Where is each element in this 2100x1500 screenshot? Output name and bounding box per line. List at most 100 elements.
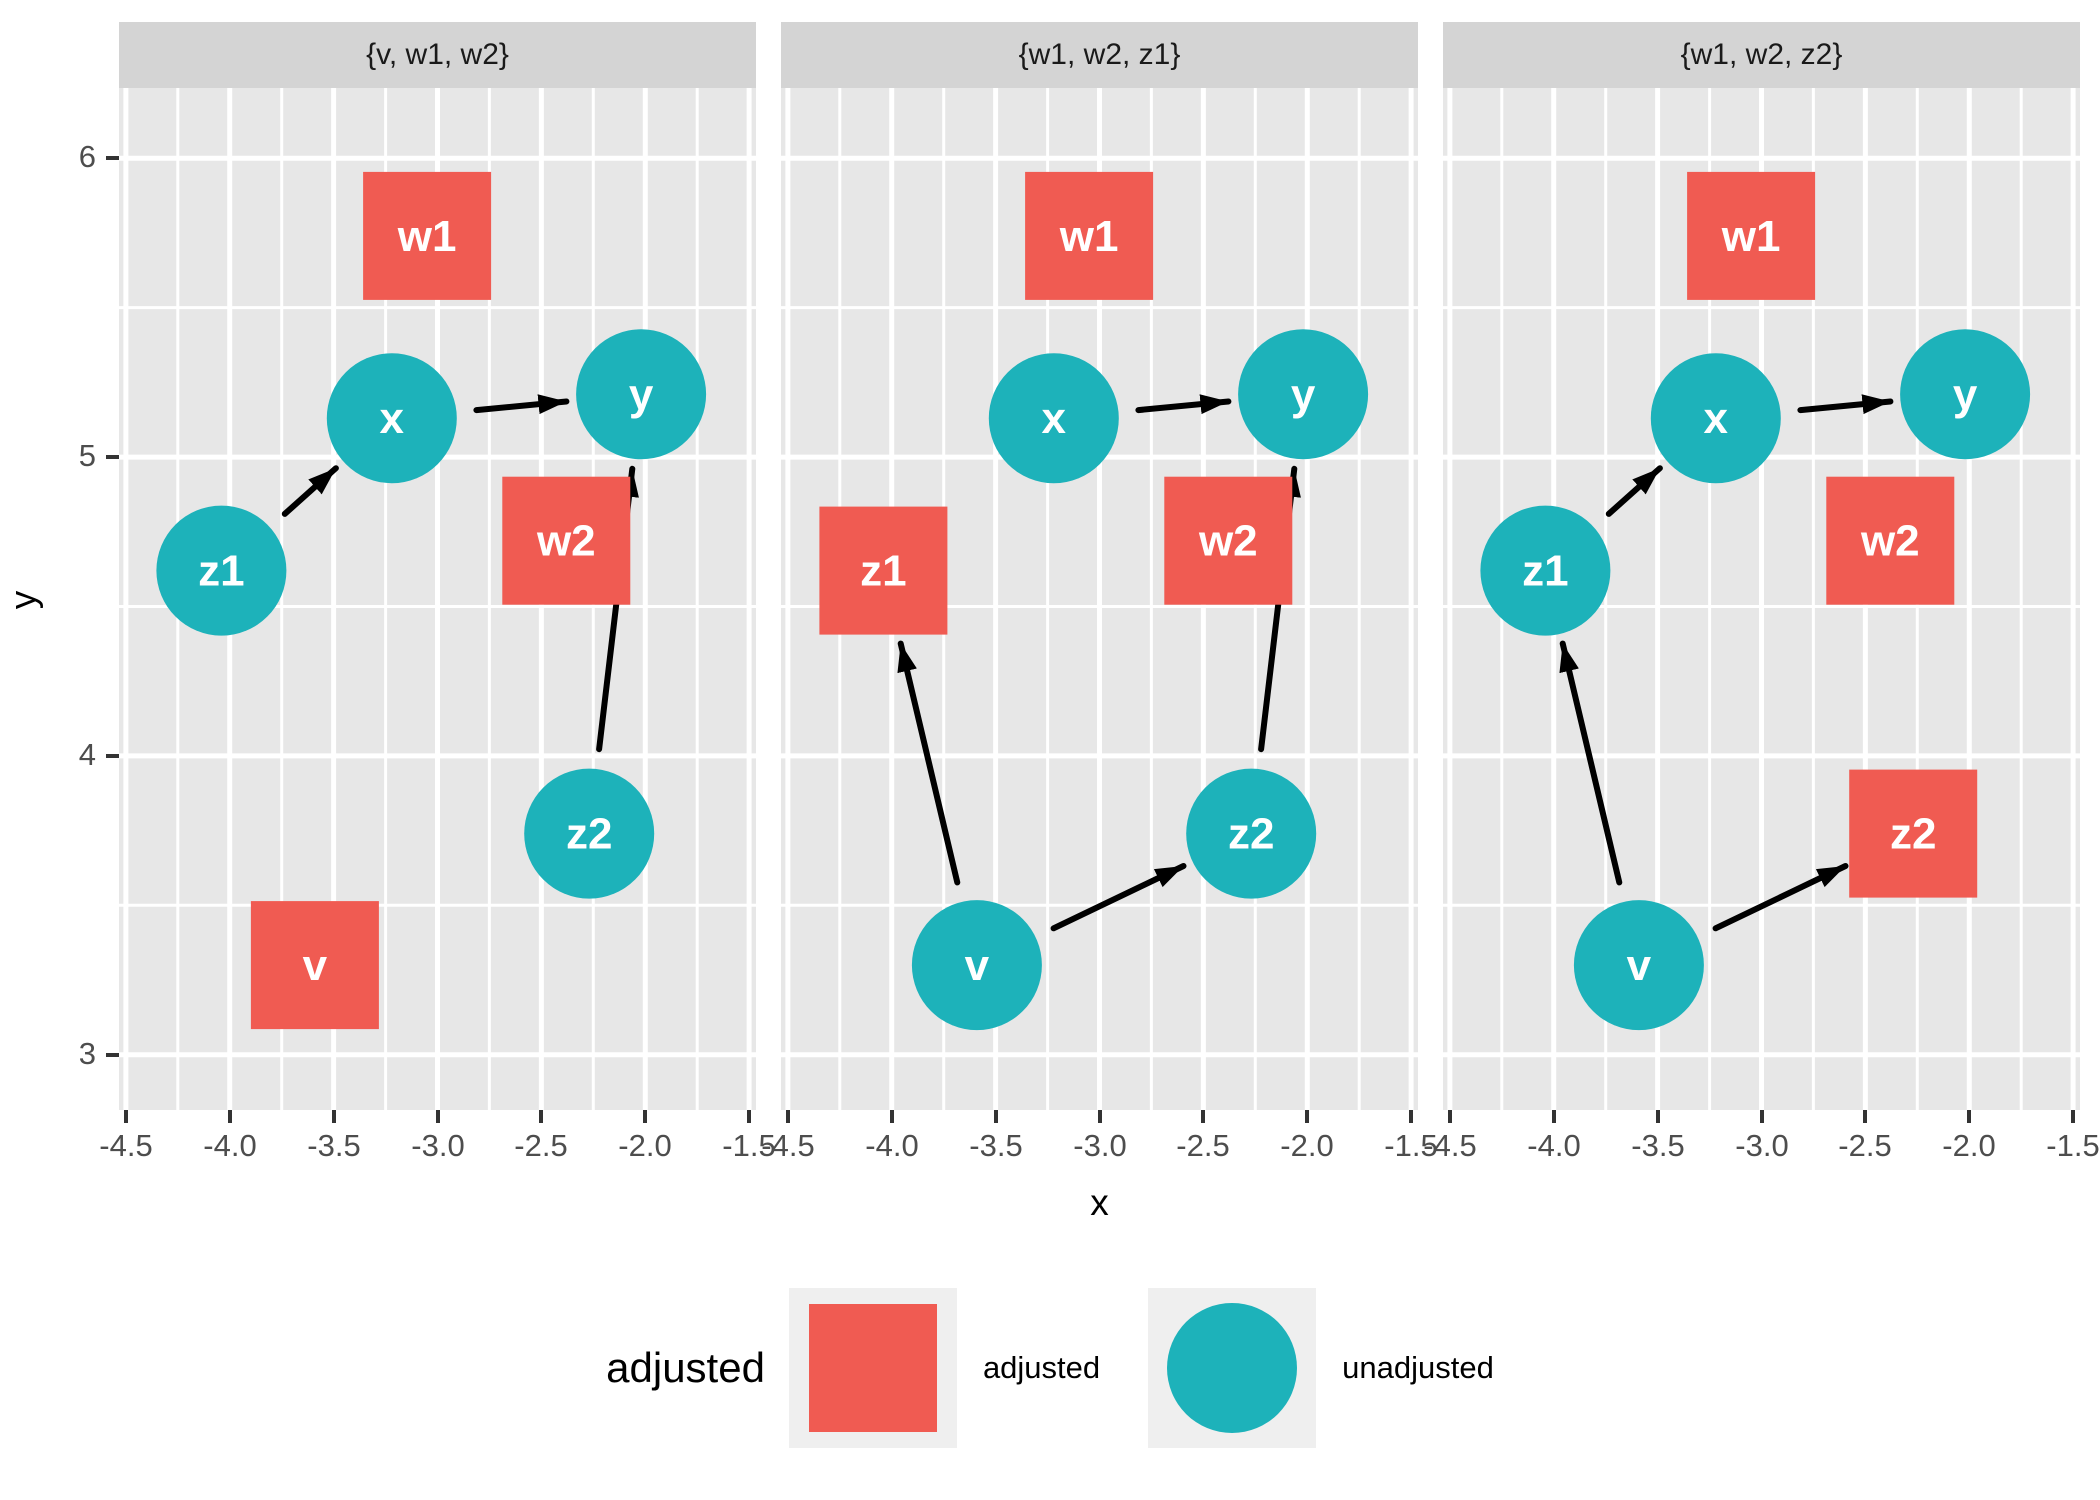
node-y-label: y [1291,370,1316,419]
node-z1-label: z1 [860,547,906,596]
x-tick-label: -1.5 [2046,1128,2100,1163]
x-tick-mark [890,1110,894,1123]
x-tick-label: -2.0 [1280,1128,1334,1163]
node-w1-adjusted [1687,171,1816,300]
node-w2-adjusted [1164,476,1293,605]
x-tick-mark [539,1110,543,1123]
facet-strip: {w1, w2, z2} [1443,22,2080,88]
node-v-unadjusted [911,900,1042,1031]
y-tick-mark [106,754,119,758]
x-tick-mark [1760,1110,1764,1123]
x-tick-label: -4.5 [99,1128,153,1163]
legend: adjusted adjusted unadjusted [0,1283,2100,1453]
x-tick-mark [1448,1110,1452,1123]
node-z1-unadjusted [156,505,287,636]
node-z2-label: z2 [566,810,612,859]
node-x-label: x [380,394,405,443]
facet-strip: {v, w1, w2} [119,22,756,88]
node-w2-label: w2 [536,517,596,566]
legend-title: adjusted [606,1344,765,1391]
node-v-unadjusted [1573,900,1704,1031]
x-tick-mark [2071,1110,2075,1123]
node-w1-adjusted [1025,171,1154,300]
x-tick-label: -4.5 [1423,1128,1477,1163]
edge-x-to-y [473,394,570,415]
x-tick-mark [643,1110,647,1123]
x-tick-label: -3.5 [307,1128,361,1163]
node-x-unadjusted [1650,353,1781,484]
node-w1-label: w1 [1721,212,1781,261]
node-w1-label: w1 [1059,212,1119,261]
node-w2-adjusted [1826,476,1955,605]
node-z2-unadjusted [524,768,655,899]
facet-panel-2: v w1 w2 x y z1 z2 [781,88,1418,1110]
node-y-label: y [1953,370,1978,419]
x-tick-label: -3.0 [1735,1128,1789,1163]
x-tick-mark [332,1110,336,1123]
node-z2-unadjusted [1186,768,1317,899]
edge-z1-to-x [281,465,339,517]
node-z1-unadjusted [1480,505,1611,636]
node-y-unadjusted [1238,329,1369,460]
x-tick-label: -3.0 [1073,1128,1127,1163]
x-tick-mark [436,1110,440,1123]
edge-x-to-y [1135,394,1232,415]
x-tick-mark [786,1110,790,1123]
facet-strip-label: {w1, w2, z1} [1018,38,1181,71]
x-tick-label: -2.5 [1176,1128,1230,1163]
x-tick-mark [124,1110,128,1123]
x-tick-label: -4.0 [203,1128,257,1163]
node-z2-label: z2 [1890,810,1936,859]
y-tick-label: 5 [78,438,96,473]
x-tick-label: -3.5 [1631,1128,1685,1163]
node-w1-adjusted [363,171,492,300]
y-tick-mark [106,1053,119,1057]
facet-strip: {w1, w2, z1} [781,22,1418,88]
x-tick-label: -2.0 [618,1128,672,1163]
x-tick-label: -4.0 [1527,1128,1581,1163]
unadjusted-circle-icon [1167,1303,1298,1433]
x-tick-label: -2.5 [514,1128,568,1163]
node-z2-adjusted [1849,769,1978,898]
node-z2-label: z2 [1228,810,1274,859]
legend-label-unadjusted: unadjusted [1342,1350,1494,1385]
edge-v-to-z2 [1712,863,1849,932]
node-v-label: v [965,941,990,990]
legend-key-adjusted [788,1288,957,1448]
y-tick-mark [106,156,119,160]
y-tick-mark [106,455,119,459]
x-tick-label: -4.0 [865,1128,919,1163]
node-y-unadjusted [576,329,707,460]
node-w1-label: w1 [397,212,457,261]
node-x-unadjusted [326,353,457,484]
edge-v-to-z1 [1559,640,1623,886]
x-tick-mark [994,1110,998,1123]
node-z1-label: z1 [198,547,244,596]
node-x-unadjusted [988,353,1119,484]
y-tick-label: 3 [78,1036,96,1071]
y-tick-label: 6 [78,139,96,174]
x-tick-label: -1.5 [722,1128,776,1163]
node-w2-label: w2 [1860,517,1920,566]
node-x-label: x [1042,394,1067,443]
node-v-adjusted [250,901,379,1030]
x-tick-mark [1552,1110,1556,1123]
y-tick-label: 4 [78,737,96,772]
node-v-label: v [303,941,328,990]
x-tick-mark [747,1110,751,1123]
x-tick-mark [1409,1110,1413,1123]
x-axis-title: x [1090,1182,1109,1223]
edge-v-to-z2 [1050,863,1187,932]
node-w2-label: w2 [1198,517,1258,566]
node-y-unadjusted [1900,329,2031,460]
facet-strip-label: {v, w1, w2} [366,38,509,71]
legend-label-adjusted: adjusted [982,1350,1101,1385]
x-tick-label: -4.5 [761,1128,815,1163]
facet-strip-label: {w1, w2, z2} [1680,38,1843,71]
adjusted-square-icon [808,1304,937,1432]
node-w2-adjusted [502,476,631,605]
node-v-label: v [1627,941,1652,990]
